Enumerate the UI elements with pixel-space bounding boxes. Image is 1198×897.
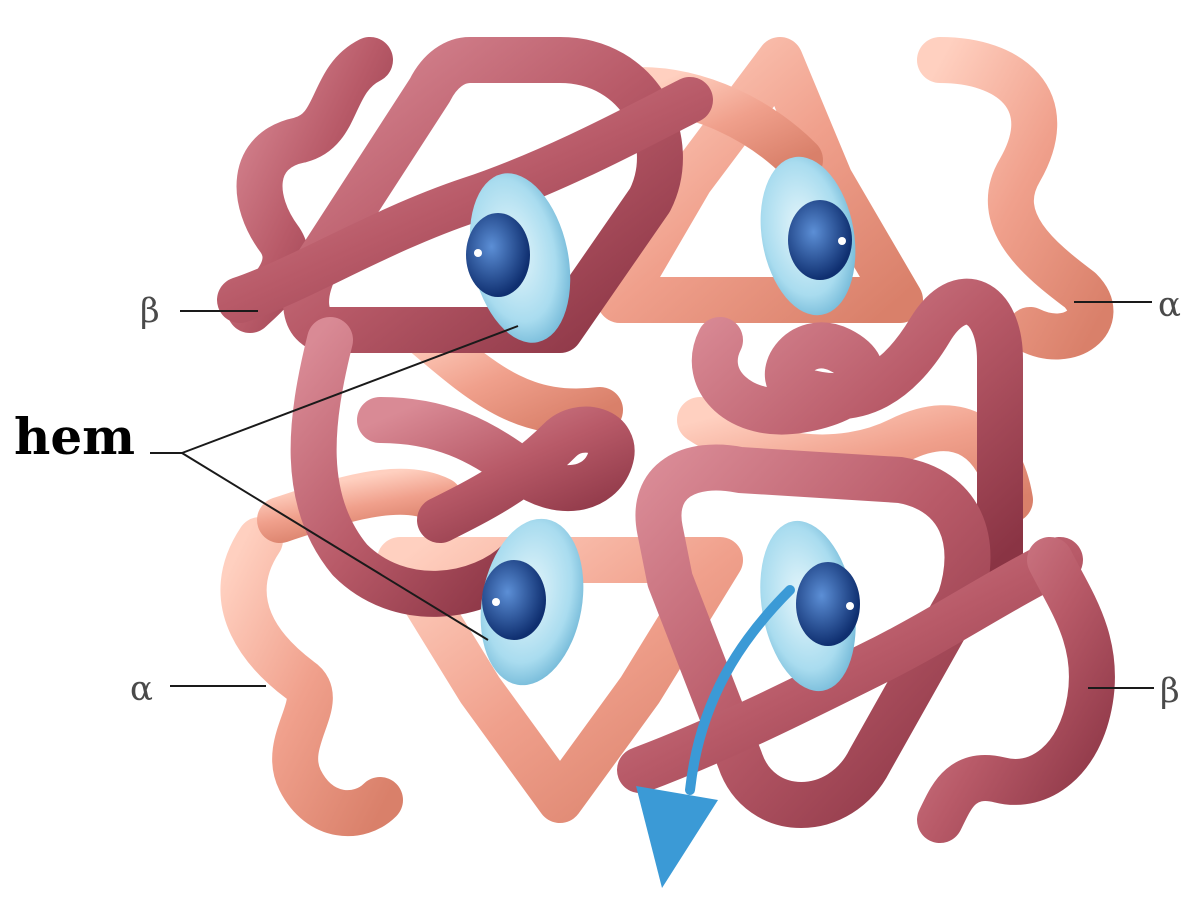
hem-label: hem bbox=[14, 412, 135, 462]
beta-chain-label-right: β bbox=[1160, 674, 1180, 708]
alpha-chain-label-right: α bbox=[1158, 288, 1181, 322]
alpha-chain-label-left: α bbox=[130, 672, 153, 706]
beta-chain-left bbox=[240, 60, 690, 594]
beta-chain-label-left: β bbox=[140, 294, 160, 328]
